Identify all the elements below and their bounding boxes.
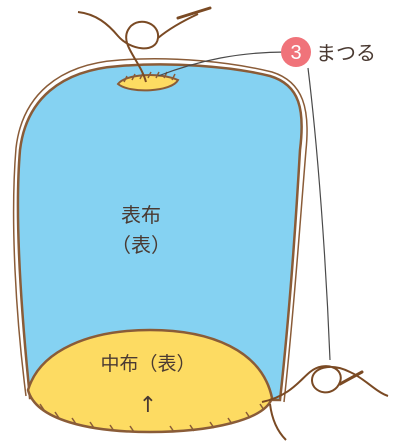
outer-fabric-side-label: （表） bbox=[111, 233, 171, 257]
needle-top bbox=[176, 6, 212, 20]
outer-fabric-shape bbox=[16, 63, 303, 402]
leader-line-top bbox=[157, 51, 287, 77]
step-number-badge bbox=[281, 37, 311, 67]
up-arrow-icon: ↑ bbox=[139, 393, 157, 418]
outer-fabric-label: 表布 bbox=[121, 203, 161, 227]
top-thread bbox=[77, 11, 199, 83]
bottom-thread bbox=[261, 365, 389, 403]
inner-fabric-label: 中布（表） bbox=[100, 353, 195, 375]
needle-bottom bbox=[338, 370, 364, 386]
thread-tail bbox=[269, 403, 287, 441]
step-number: 3 bbox=[290, 42, 301, 64]
inner-fabric-shape bbox=[26, 328, 274, 434]
step-indicator: 3 まつる bbox=[281, 37, 376, 67]
step-label: まつる bbox=[316, 41, 376, 65]
outer-fabric-outline bbox=[12, 58, 308, 403]
leader-line-right bbox=[307, 67, 331, 361]
bottom-stitches bbox=[39, 403, 265, 433]
